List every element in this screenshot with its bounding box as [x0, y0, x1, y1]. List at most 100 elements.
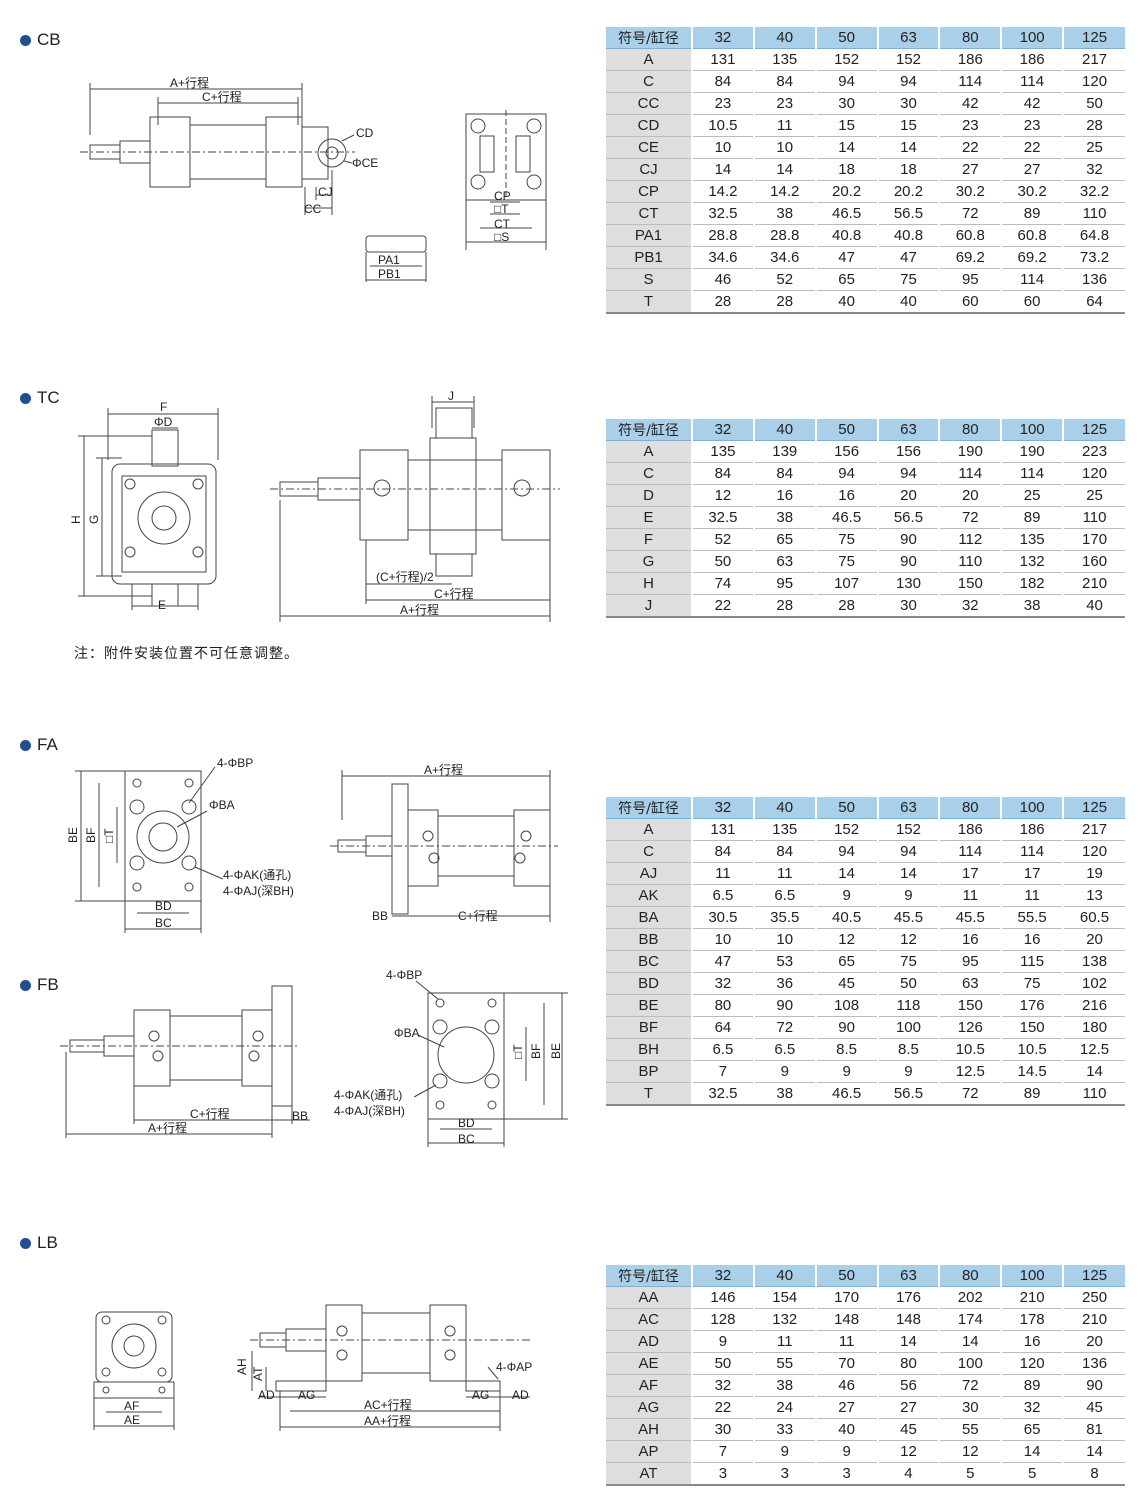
value-cell: 10.5 — [938, 1038, 1002, 1061]
value-cell: 75 — [876, 950, 940, 973]
value-cell: 56.5 — [876, 1082, 940, 1106]
bore-size-header: 32 — [691, 1265, 754, 1287]
symbol-cell: AP — [606, 1440, 692, 1463]
value-cell: 107 — [814, 572, 878, 595]
dimension-label: 4-ΦAK(通孔) — [223, 868, 291, 882]
tc-end-drawing: F ΦD H G E — [69, 400, 219, 612]
value-cell: 10 — [691, 136, 754, 159]
value-cell: 32.5 — [691, 1082, 754, 1106]
value-cell: 84 — [691, 70, 754, 93]
value-cell: 170 — [1062, 528, 1125, 551]
header-label: 符号/缸径 — [606, 419, 692, 441]
value-cell: 4 — [876, 1462, 940, 1486]
value-cell: 10 — [752, 136, 816, 159]
value-cell: 84 — [752, 462, 816, 485]
dimension-label: C+行程 — [434, 586, 474, 601]
value-cell: 17 — [938, 862, 1002, 885]
symbol-cell: AT — [606, 1462, 692, 1486]
value-cell: 135 — [1000, 528, 1064, 551]
value-cell: 18 — [814, 158, 878, 181]
value-cell: 22 — [691, 1396, 754, 1419]
value-cell: 94 — [814, 462, 878, 485]
dimension-label: BE — [549, 1043, 563, 1059]
value-cell: 120 — [1062, 840, 1125, 863]
dimension-label: 4-ΦBP — [386, 968, 422, 982]
value-cell: 64 — [1062, 290, 1125, 314]
value-cell: 148 — [876, 1308, 940, 1331]
symbol-cell: G — [606, 550, 692, 573]
value-cell: 25 — [1062, 136, 1125, 159]
bore-size-header: 125 — [1062, 27, 1125, 49]
value-cell: 7 — [691, 1440, 754, 1463]
dimension-label: BD — [458, 1116, 475, 1130]
value-cell: 32.5 — [691, 506, 754, 529]
value-cell: 25 — [1000, 484, 1064, 507]
value-cell: 81 — [1062, 1418, 1125, 1441]
value-cell: 202 — [938, 1286, 1002, 1309]
value-cell: 38 — [1000, 594, 1064, 618]
value-cell: 18 — [876, 158, 940, 181]
value-cell: 114 — [1000, 840, 1064, 863]
value-cell: 11 — [814, 1330, 878, 1353]
symbol-cell: AJ — [606, 862, 692, 885]
value-cell: 36 — [752, 972, 816, 995]
symbol-cell: D — [606, 484, 692, 507]
value-cell: 60.8 — [1000, 224, 1064, 247]
bore-size-header: 100 — [1000, 1265, 1064, 1287]
value-cell: 32 — [938, 594, 1002, 618]
dimension-label: CT — [494, 217, 511, 231]
value-cell: 135 — [752, 48, 816, 71]
value-cell: 14 — [938, 1330, 1002, 1353]
value-cell: 56.5 — [876, 202, 940, 225]
value-cell: 28 — [814, 594, 878, 618]
value-cell: 32.2 — [1062, 180, 1125, 203]
symbol-cell: H — [606, 572, 692, 595]
value-cell: 186 — [938, 48, 1002, 71]
symbol-cell: T — [606, 290, 692, 314]
value-cell: 20 — [938, 484, 1002, 507]
value-cell: 28 — [1062, 114, 1125, 137]
value-cell: 90 — [814, 1016, 878, 1039]
value-cell: 10 — [691, 928, 754, 951]
value-cell: 114 — [938, 462, 1002, 485]
cb-end-drawing: CP □T CT □S — [465, 110, 547, 250]
fb-end-drawing: 4-ΦBP ΦBA □T BF BE 4-ΦAK(通孔) 4-ΦAJ(深BH) … — [334, 968, 568, 1147]
value-cell: 46.5 — [814, 1082, 878, 1106]
bore-size-header: 63 — [876, 27, 940, 49]
value-cell: 27 — [814, 1396, 878, 1419]
value-cell: 14 — [1000, 1440, 1064, 1463]
value-cell: 30.5 — [691, 906, 754, 929]
value-cell: 52 — [752, 268, 816, 291]
value-cell: 146 — [691, 1286, 754, 1309]
value-cell: 100 — [938, 1352, 1002, 1375]
dimension-label: AG — [472, 1388, 489, 1402]
symbol-cell: AF — [606, 1374, 692, 1397]
symbol-cell: BE — [606, 994, 692, 1017]
value-cell: 46.5 — [814, 506, 878, 529]
value-cell: 28.8 — [752, 224, 816, 247]
value-cell: 23 — [752, 92, 816, 115]
value-cell: 15 — [876, 114, 940, 137]
value-cell: 114 — [1000, 462, 1064, 485]
dimension-label: ΦCE — [352, 156, 378, 170]
symbol-cell: AE — [606, 1352, 692, 1375]
value-cell: 56 — [876, 1374, 940, 1397]
dimension-label: BD — [155, 899, 172, 913]
symbol-cell: J — [606, 594, 692, 618]
value-cell: 100 — [876, 1016, 940, 1039]
header-label: 符号/缸径 — [606, 27, 692, 49]
value-cell: 114 — [1000, 268, 1064, 291]
value-cell: 9 — [876, 884, 940, 907]
bore-size-header: 125 — [1062, 797, 1125, 819]
symbol-cell: BC — [606, 950, 692, 973]
dimension-label: A+行程 — [424, 762, 463, 777]
value-cell: 55.5 — [1000, 906, 1064, 929]
symbol-cell: C — [606, 70, 692, 93]
